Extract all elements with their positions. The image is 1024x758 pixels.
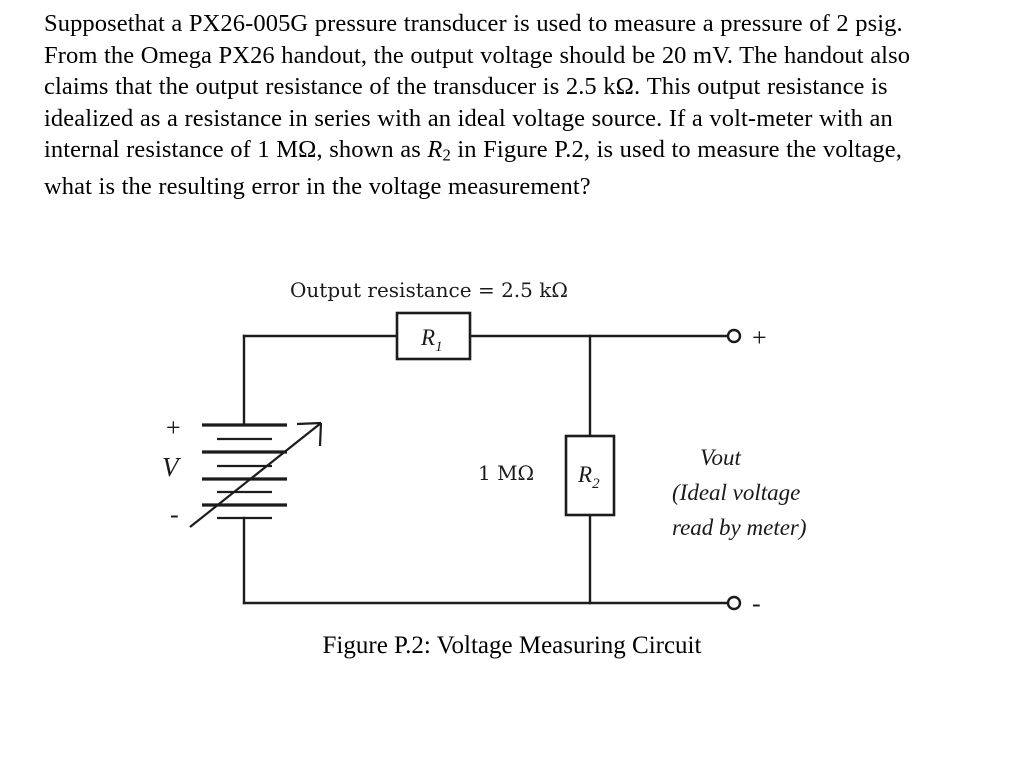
problem-line-3: claims that the output resistance of the… xyxy=(44,73,888,100)
problem-statement: Supposethat a PX26-005G pressure transdu… xyxy=(44,8,996,203)
output-resistance-annotation: Output resistance = 2.5 kΩ xyxy=(290,278,568,302)
resistor-r2-label: R2 xyxy=(577,462,600,492)
problem-line-4: idealized as a resistance in series with… xyxy=(44,104,893,132)
source-plus-sign: + xyxy=(166,413,181,442)
terminal-positive-node xyxy=(726,328,742,344)
resistor-r2-reference: R xyxy=(427,136,443,163)
resistor-r1-subscript: 1 xyxy=(435,339,443,355)
terminal-negative-node xyxy=(726,595,742,611)
source-minus-sign: - xyxy=(170,500,179,529)
resistor-r2-subscript: 2 xyxy=(592,476,600,492)
resistor-r1-label: R1 xyxy=(420,325,443,355)
resistor-r1-body xyxy=(395,311,472,361)
problem-line-1: Supposethat a PX26-005G pressure transdu… xyxy=(44,10,903,37)
r2-value-label: 1 MΩ xyxy=(478,461,534,485)
vout-note-line-2: read by meter) xyxy=(672,515,807,540)
figure-caption: Figure P.2: Voltage Measuring Circuit xyxy=(322,632,702,659)
vout-note-line-1: (Ideal voltage xyxy=(672,480,800,505)
resistor-r2-reference-subscript: 2 xyxy=(442,145,451,165)
terminal-positive-sign: + xyxy=(752,323,767,352)
source-voltage-label: V xyxy=(162,452,182,482)
variability-arrow-icon xyxy=(189,421,323,528)
problem-line-5-part-b: in Figure P.2, is used to measure the vo… xyxy=(450,136,902,163)
problem-line-6: what is the resulting error in the volta… xyxy=(44,173,591,201)
circuit-diagram-svg: Output resistance = 2.5 kΩ R1 R2 1 MΩ xyxy=(162,278,807,618)
circuit-figure: Output resistance = 2.5 kΩ R1 R2 1 MΩ xyxy=(0,250,1024,690)
resistor-r2-body xyxy=(564,434,616,517)
problem-line-5: internal resistance of 1 MΩ, shown as R2… xyxy=(44,134,996,171)
voltage-source-symbol xyxy=(189,421,323,528)
problem-line-5-part-a: internal resistance of 1 MΩ, shown as xyxy=(44,136,428,163)
resistor-r1-letter: R xyxy=(420,325,435,350)
resistor-r2-letter: R xyxy=(577,462,592,487)
terminal-negative-sign: - xyxy=(752,589,761,618)
problem-line-2: From the Omega PX26 handout, the output … xyxy=(44,41,911,69)
vout-label: Vout xyxy=(700,445,742,470)
